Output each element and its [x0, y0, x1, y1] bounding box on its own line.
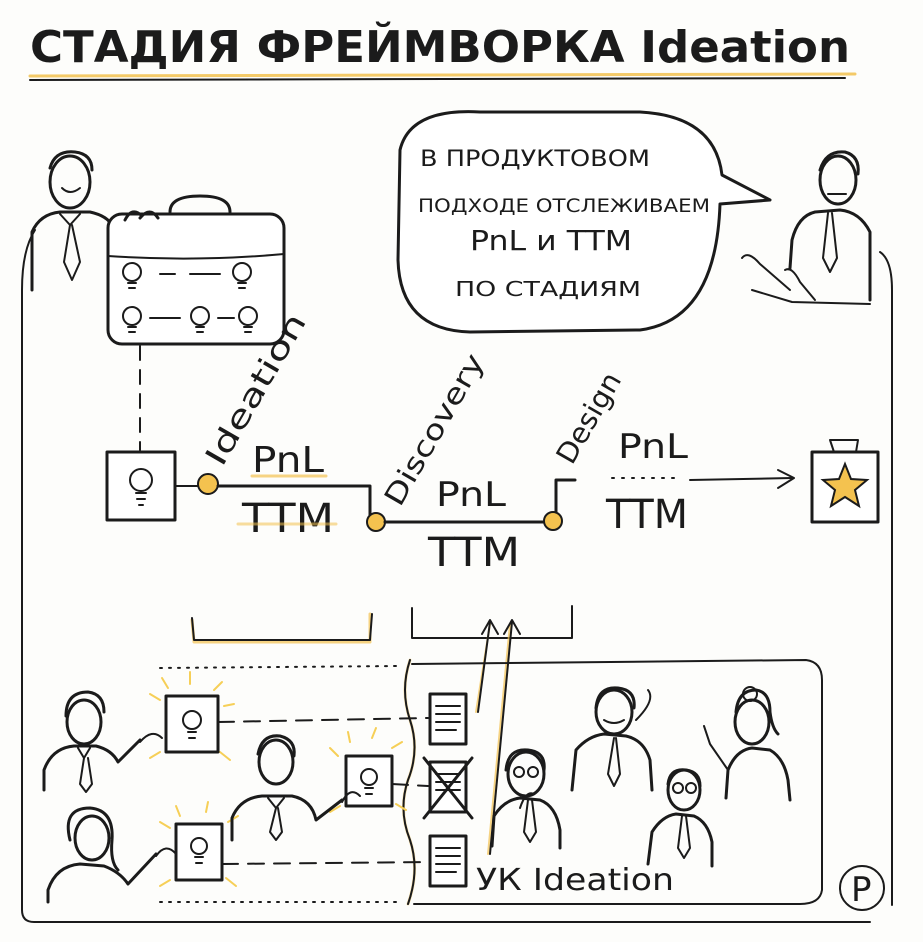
- committee-frame: [411, 659, 823, 905]
- frame-left: [21, 229, 871, 923]
- bracket-ideation: [190, 612, 372, 644]
- speech-line-4: ПО СТАДИЯМ: [455, 277, 641, 301]
- stage-node: [543, 511, 563, 531]
- person-idea-author: [230, 734, 361, 842]
- idea-briefcase: [106, 194, 286, 346]
- committee-member: [490, 748, 562, 850]
- lightbulb-icon: [129, 468, 153, 506]
- stage1-metric-pnl: PnL: [252, 440, 324, 481]
- frame-right: [879, 251, 893, 906]
- stage-node: [366, 512, 386, 532]
- stage2-metric-ttm: TTM: [427, 530, 520, 576]
- logo-badge: P: [839, 865, 885, 911]
- document-approved: [428, 692, 468, 746]
- title-block: СТАДИЯ ФРЕЙМВОРКА Ideation: [28, 20, 857, 81]
- idea-card: [149, 671, 235, 761]
- person-speaker-right: [741, 150, 872, 305]
- arrow-to-result: [689, 477, 793, 481]
- stage1-metric-ttm: TTM: [241, 496, 334, 542]
- stage-node: [197, 473, 219, 495]
- star-icon: [810, 439, 880, 524]
- document-rejected: [422, 756, 474, 820]
- speech-line-2: ПОДХОДЕ ОТСЛЕЖИВАЕМ: [418, 195, 710, 217]
- lightbulb-icon: [122, 262, 258, 333]
- bracket-discovery: [411, 605, 573, 639]
- document-approved: [428, 834, 468, 888]
- process-diagram: Ideation PnL TTM Discovery PnL TTM Desig…: [105, 307, 880, 576]
- committee-label: УК Ideation: [476, 863, 674, 898]
- title-underline: [28, 72, 857, 78]
- page-title: СТАДИЯ ФРЕЙМВОРКА Ideation: [30, 20, 850, 73]
- person-presenter-left: [30, 150, 114, 292]
- person-idea-author: [42, 690, 163, 793]
- person-idea-author: [46, 806, 177, 904]
- stage2-metric-pnl: PnL: [436, 475, 506, 515]
- speech-line-3: PnL и TTM: [470, 224, 632, 257]
- idea-box: [105, 450, 177, 522]
- committee-member: [570, 686, 654, 792]
- dotted-divider: [159, 665, 401, 669]
- committee-member: [646, 768, 714, 868]
- logo-letter: P: [851, 870, 872, 910]
- speech-line-1: В ПРОДУКТОВОМ: [420, 147, 650, 172]
- stage3-metric-pnl: PnL: [618, 427, 688, 467]
- stage-name-design: Design: [549, 366, 628, 469]
- speech-bubble: В ПРОДУКТОВОМ ПОДХОДЕ ОТСЛЕЖИВАЕМ PnL и …: [396, 110, 772, 334]
- idea-card: [159, 801, 239, 887]
- idea-card: [329, 727, 407, 813]
- stage3-metric-ttm: TTM: [605, 492, 688, 538]
- committee-member: [703, 686, 792, 802]
